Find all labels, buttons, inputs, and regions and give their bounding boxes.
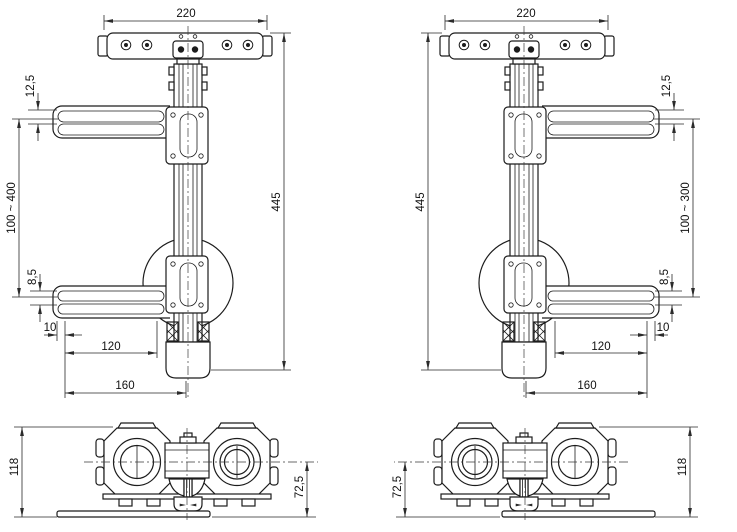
front-left-labels: 220 445 12,5 100 ~ 400 8,5 10 120 160: [6, 8, 283, 392]
dim-fr-slot-pitch: 8,5: [659, 269, 671, 285]
dim-fr-arm-reach: 160: [577, 380, 596, 392]
bottom-right-labels: 72,5 118: [392, 458, 689, 498]
bottom-view-geometry: [14, 422, 318, 520]
dim-br-overall-depth: 118: [677, 458, 689, 476]
dim-fl-bracket-pitch: 12,5: [25, 75, 37, 97]
dim-fl-height-range: 100 ~ 400: [6, 182, 18, 233]
dim-fr-slot-length: 120: [591, 341, 610, 353]
dim-fl-top-width: 220: [176, 8, 195, 20]
dim-fr-overall-height: 445: [415, 192, 427, 211]
dim-fr-height-range: 100 ~ 300: [680, 182, 692, 233]
dim-fr-top-width: 220: [516, 8, 535, 20]
dim-fl-overall-height: 445: [271, 192, 283, 211]
dim-bl-overall-depth: 118: [9, 458, 21, 476]
bottom-left-labels: 118 72,5: [9, 458, 306, 498]
dim-fr-end-offset: 10: [657, 322, 670, 334]
front-right-labels: 220 445 12,5 100 ~ 300 8,5 10 120 160: [415, 8, 692, 392]
dim-br-axis-to-base: 72,5: [392, 476, 404, 498]
dim-fl-arm-reach: 160: [115, 380, 134, 392]
front-view-geometry: [12, 15, 291, 398]
dim-fl-slot-pitch: 8,5: [27, 269, 39, 285]
front-view-right-geometry: [421, 15, 700, 398]
bottom-view-right-geometry: [394, 423, 698, 520]
dim-fl-end-offset: 10: [44, 322, 57, 334]
dim-fr-bracket-pitch: 12,5: [661, 75, 673, 97]
dim-bl-axis-to-base: 72,5: [294, 476, 306, 498]
dim-fl-slot-length: 120: [101, 341, 120, 353]
